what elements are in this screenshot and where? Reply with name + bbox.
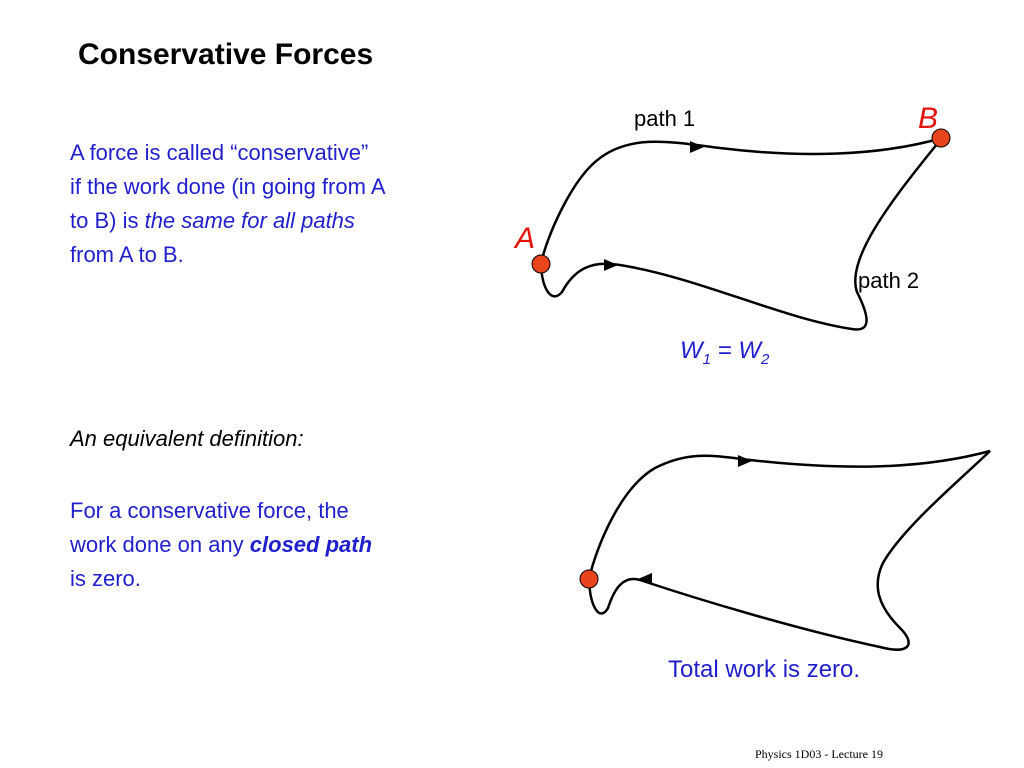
definition-line-2: if the work done (in going from A — [70, 174, 386, 199]
equivalent-heading: An equivalent definition: — [70, 426, 304, 451]
equation-w2: W — [738, 337, 762, 364]
closed-path-curve — [587, 449, 991, 651]
equation-sub-1: 1 — [702, 350, 711, 368]
equation-w1: W — [680, 337, 703, 364]
equivalent-line-2: work done on any closed path — [70, 528, 490, 562]
total-work-caption: Total work is zero. — [668, 656, 861, 683]
path-1-label: path 1 — [634, 106, 696, 131]
work-equation: W1 = W2 — [680, 337, 769, 368]
definition-line-3: to B) is the same for all paths — [70, 204, 490, 238]
path-1-arrowhead — [690, 141, 704, 153]
definition-emphasis: the same for all paths — [144, 208, 355, 233]
equation-sub-2: 2 — [761, 350, 770, 368]
definition-line-1: A force is called “conservative” — [70, 140, 369, 165]
equivalent-text: For a conservative force, the work done … — [70, 494, 490, 596]
equivalent-line-3: is zero. — [70, 566, 141, 591]
closed-path-start-dot — [579, 569, 599, 589]
definition-line-4: from A to B. — [70, 242, 184, 267]
page-title: Conservative Forces — [78, 38, 374, 71]
equivalent-line-2-prefix: work done on any — [70, 532, 250, 557]
equivalent-emphasis: closed path — [249, 532, 373, 557]
point-b-dot — [931, 128, 951, 148]
point-a-label: A — [515, 222, 536, 255]
path-2-curve — [539, 137, 943, 331]
equation-equals: = — [711, 337, 739, 364]
point-a-dot — [531, 254, 551, 274]
equivalent-line-1: For a conservative force, the — [70, 498, 349, 523]
closed-path-upper-arrowhead — [738, 455, 752, 467]
definition-text: A force is called “conservative” if the … — [70, 136, 490, 272]
path-1-curve — [539, 136, 943, 265]
definition-line-3-prefix: to B) is — [70, 208, 145, 233]
path-2-label: path 2 — [858, 268, 920, 293]
path-2-arrowhead — [604, 259, 618, 271]
closed-path-lower-arrowhead — [638, 573, 652, 585]
point-b-label: B — [918, 102, 939, 135]
footer-lecture: Physics 1D03 - Lecture 19 — [755, 747, 883, 761]
